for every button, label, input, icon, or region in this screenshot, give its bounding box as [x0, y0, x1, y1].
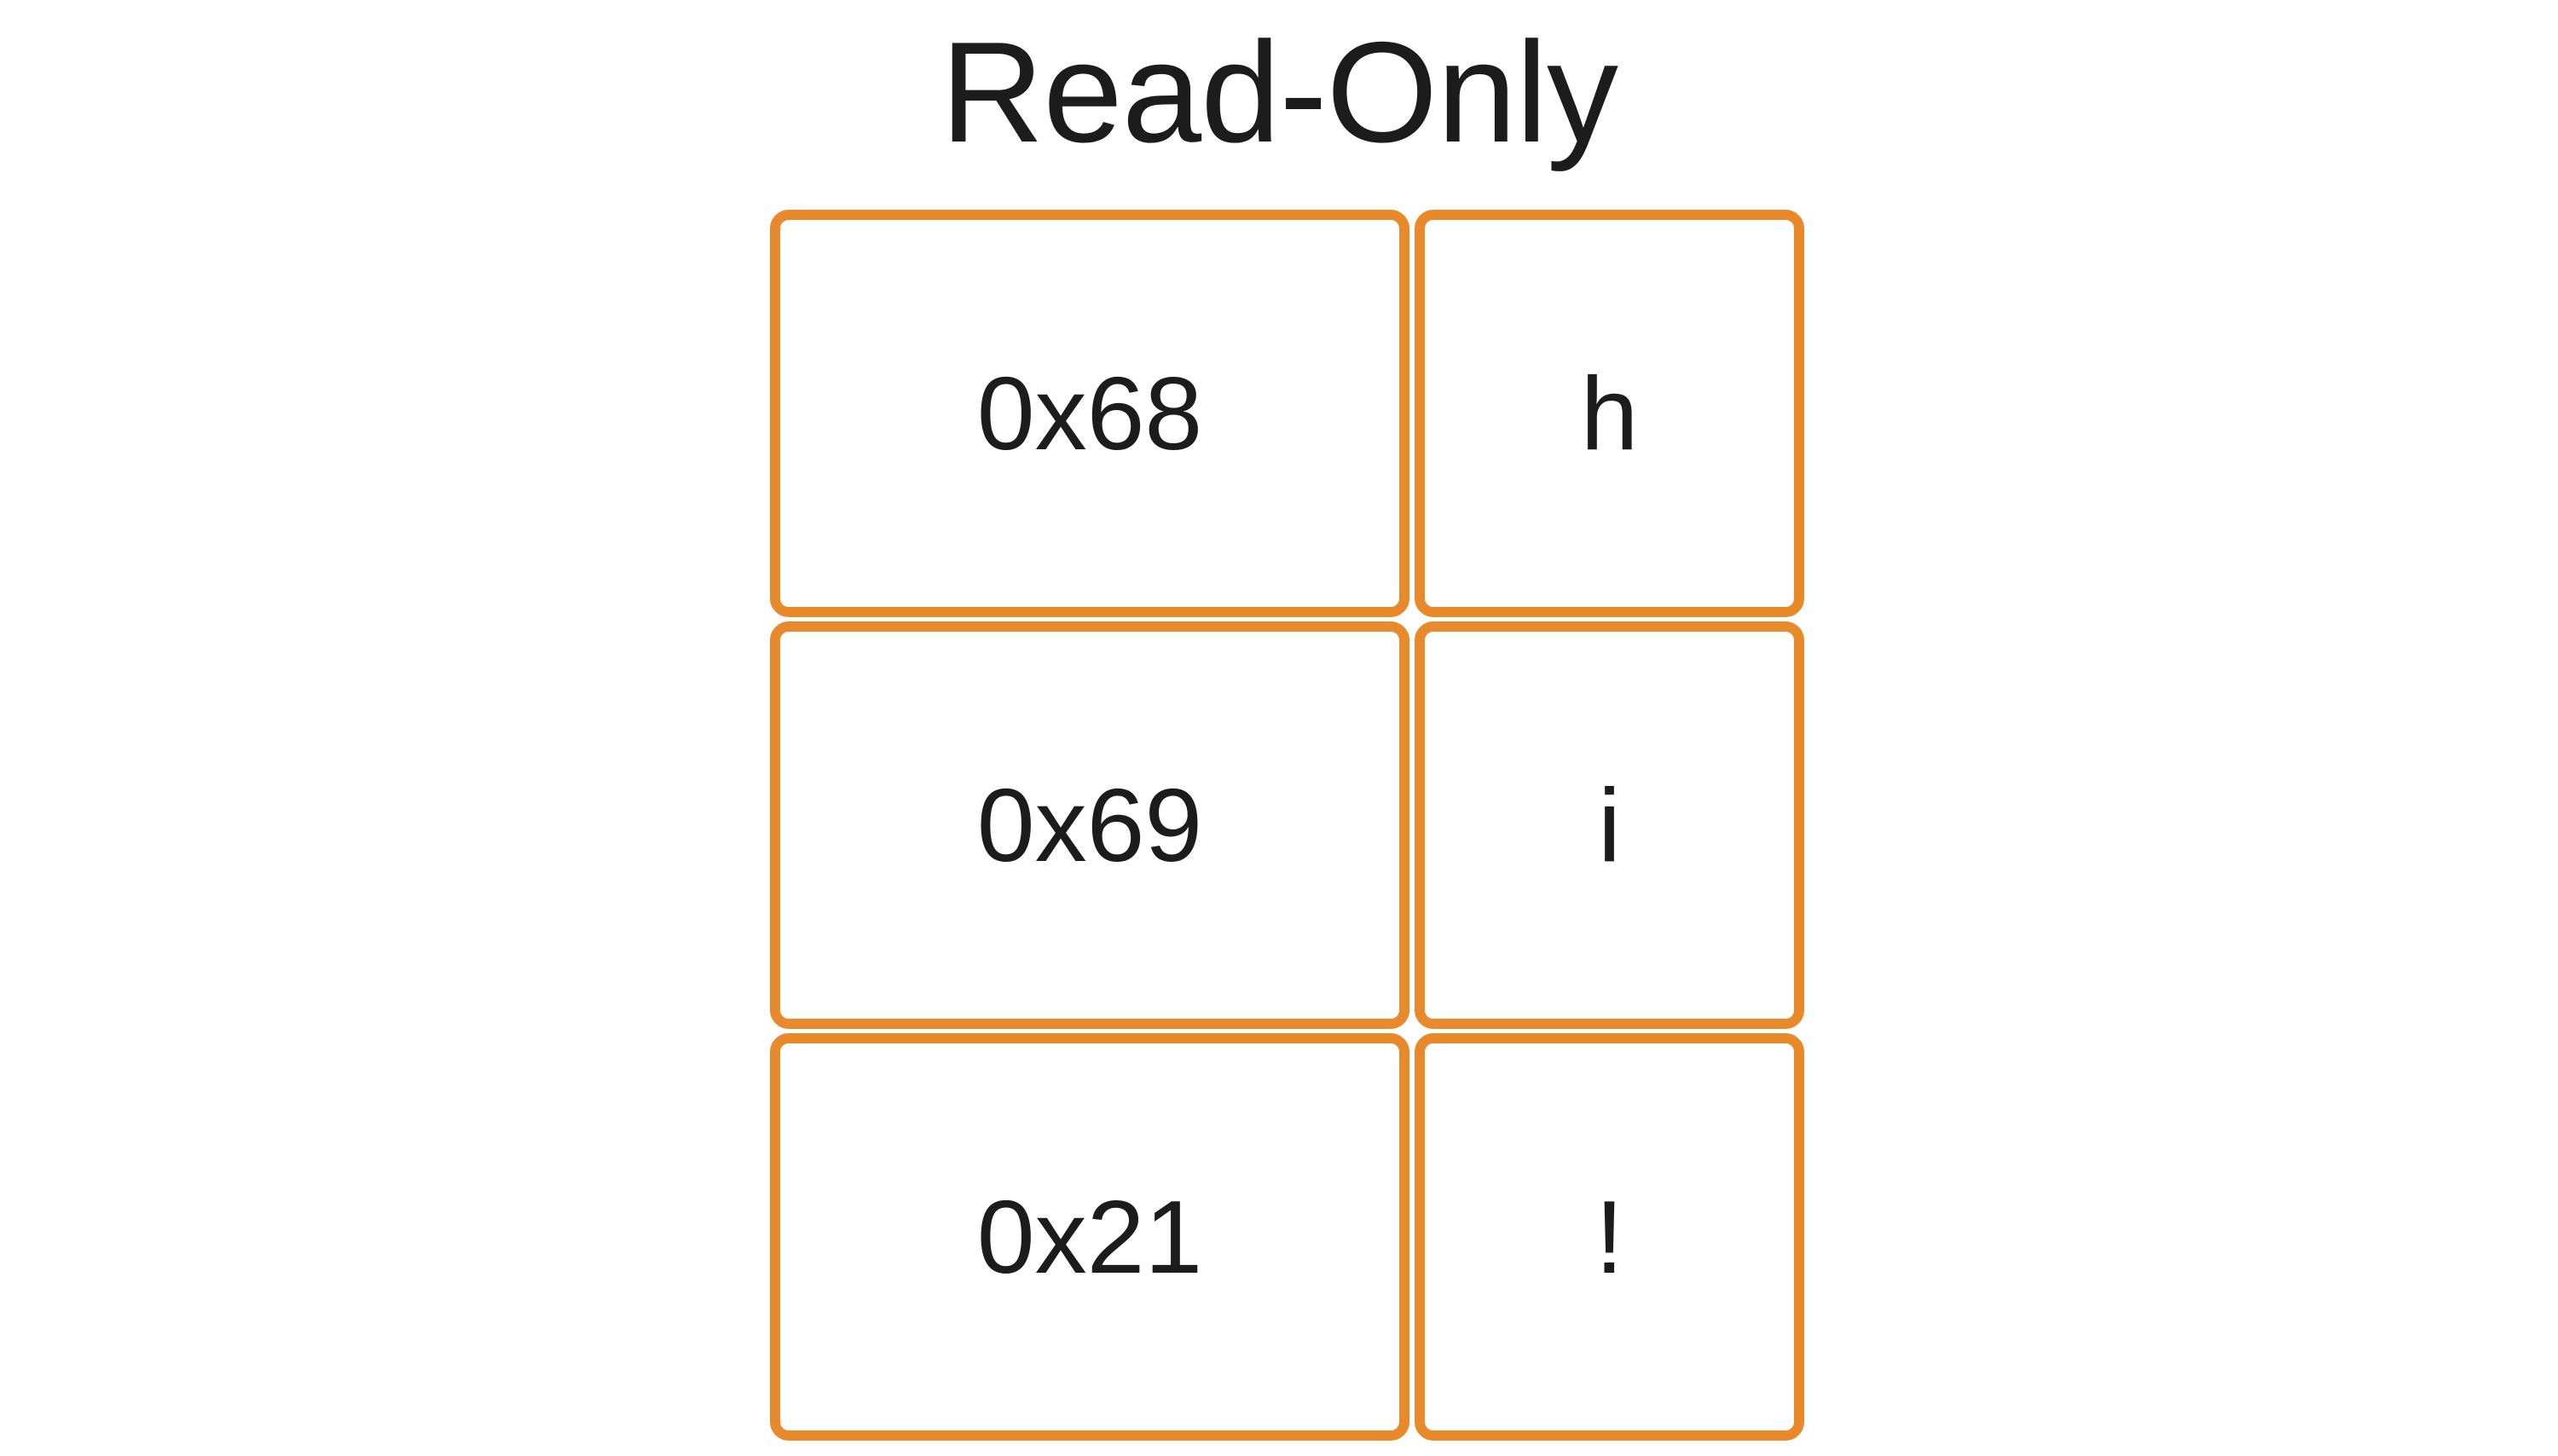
char-cell: i [1415, 621, 1804, 1029]
hex-cell: 0x21 [770, 1033, 1409, 1441]
hex-cell: 0x68 [770, 210, 1409, 617]
diagram-title: Read-Only [940, 12, 1618, 172]
hex-cell: 0x69 [770, 621, 1409, 1029]
char-cell: h [1415, 210, 1804, 617]
char-cell: ! [1415, 1033, 1804, 1441]
